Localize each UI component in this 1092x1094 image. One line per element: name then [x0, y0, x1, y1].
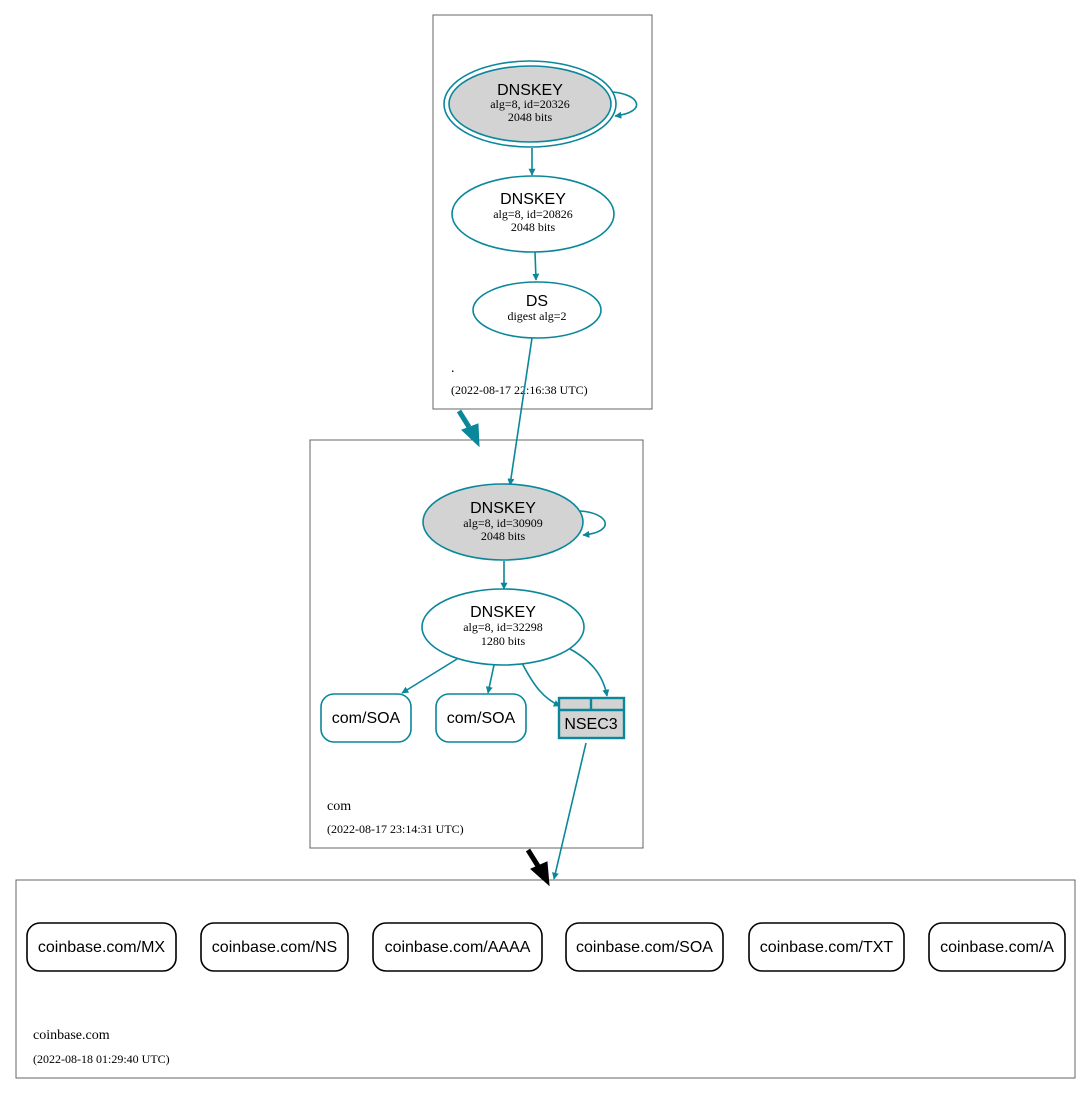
edge-root-zsk-to-ds — [532, 251, 540, 281]
zone-root-timestamp: (2022-08-17 22:16:38 UTC) — [451, 383, 588, 397]
delegation-root-to-com — [456, 409, 480, 448]
node-root-ds-title: DS — [526, 293, 548, 310]
node-root-zsk-alg: alg=8, id=20826 — [493, 207, 573, 221]
edge-com-ksk-self — [579, 510, 606, 538]
node-root-ksk-alg: alg=8, id=20326 — [490, 97, 570, 111]
edge-com-zsk-to-soa-1 — [401, 658, 458, 694]
node-com-zsk: DNSKEY alg=8, id=32298 1280 bits — [421, 588, 585, 666]
record-node: coinbase.com/AAAA — [372, 922, 543, 972]
record-node-label: coinbase.com/NS — [212, 939, 337, 956]
node-com-zsk-title: DNSKEY — [470, 604, 536, 621]
node-root-ds: DS digest alg=2 — [472, 281, 602, 339]
delegation-com-to-coinbase — [525, 848, 550, 887]
edge-com-zsk-to-nsec3-a — [521, 662, 561, 707]
zone-coinbase: coinbase.com (2022-08-18 01:29:40 UTC) — [15, 879, 1076, 1079]
edge-com-zsk-to-soa-2 — [485, 664, 495, 694]
zone-com-timestamp: (2022-08-17 23:14:31 UTC) — [327, 822, 464, 836]
node-com-ksk-title: DNSKEY — [470, 500, 536, 517]
zone-root-border — [432, 14, 653, 410]
node-nsec3: NSEC3 — [557, 696, 626, 740]
node-root-zsk-bits: 2048 bits — [511, 220, 556, 234]
node-root-ksk-title: DNSKEY — [497, 82, 563, 99]
node-root-ksk-bits: 2048 bits — [508, 110, 553, 124]
zone-root: . (2022-08-17 22:16:38 UTC) — [432, 14, 653, 410]
record-node-label: coinbase.com/A — [940, 939, 1054, 956]
coinbase-records: coinbase.com/MX coinbase.com/NS coinbase.c… — [26, 922, 1066, 972]
record-node-label: coinbase.com/TXT — [760, 939, 894, 956]
edge-ds-to-com-ksk — [507, 337, 533, 486]
record-node: coinbase.com/MX — [26, 922, 177, 972]
node-com-soa-1-label: com/SOA — [332, 710, 401, 727]
edge-com-zsk-to-nsec3-b — [569, 648, 610, 697]
edge-nsec3-to-coinbase — [552, 742, 587, 880]
node-com-ksk: DNSKEY alg=8, id=30909 2048 bits — [422, 483, 584, 561]
node-com-soa-2-label: com/SOA — [447, 710, 516, 727]
zone-com-name: com — [327, 799, 351, 814]
record-node: coinbase.com/NS — [200, 922, 349, 972]
node-root-ksk: DNSKEY alg=8, id=20326 2048 bits — [443, 60, 617, 148]
node-com-soa-1: com/SOA — [320, 693, 412, 743]
record-node: coinbase.com/A — [928, 922, 1066, 972]
node-com-ksk-bits: 2048 bits — [481, 529, 526, 543]
edge-root-ksk-self — [611, 91, 638, 119]
zone-root-name: . — [451, 361, 455, 376]
node-com-zsk-alg: alg=8, id=32298 — [463, 620, 543, 634]
record-node: coinbase.com/TXT — [748, 922, 905, 972]
record-node: coinbase.com/SOA — [565, 922, 724, 972]
zone-coinbase-timestamp: (2022-08-18 01:29:40 UTC) — [33, 1052, 170, 1066]
record-node-label: coinbase.com/SOA — [576, 939, 713, 956]
zone-coinbase-border — [15, 879, 1076, 1079]
edges — [401, 91, 638, 880]
zone-coinbase-name: coinbase.com — [33, 1028, 110, 1043]
node-com-zsk-bits: 1280 bits — [481, 634, 526, 648]
record-node-label: coinbase.com/AAAA — [385, 939, 531, 956]
node-root-zsk: DNSKEY alg=8, id=20826 2048 bits — [451, 175, 615, 253]
record-node-label: coinbase.com/MX — [38, 939, 165, 956]
node-root-zsk-title: DNSKEY — [500, 191, 566, 208]
node-root-ds-digest: digest alg=2 — [507, 309, 566, 323]
node-com-soa-2: com/SOA — [435, 693, 527, 743]
node-com-ksk-alg: alg=8, id=30909 — [463, 516, 543, 530]
node-nsec3-label: NSEC3 — [564, 716, 617, 733]
